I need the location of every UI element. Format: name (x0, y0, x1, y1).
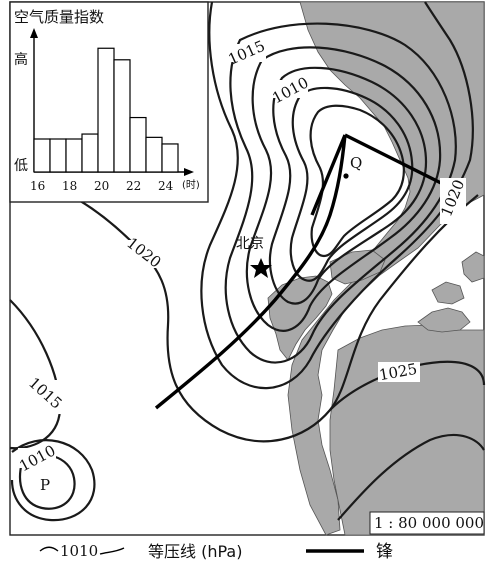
inset-bar-22 (129, 116, 147, 173)
isobar-1015-inner (224, 22, 457, 364)
legend: 1010 等压线 (hPa) 锋 (39, 542, 393, 562)
inset-chart: 空气质量指数 高 低 16 18 20 22 24 (时) (9, 1, 209, 203)
inset-bar-16 (33, 138, 51, 173)
scale-box: 1 : 80 000 000 (369, 511, 485, 535)
isobar-1015-outer (200, 1, 474, 390)
inset-x-tick-22: 22 (126, 179, 141, 193)
inset-bar-24 (161, 143, 179, 173)
land-east-asia (329, 324, 485, 536)
front-east-branch (344, 133, 446, 187)
front-curve (154, 134, 347, 410)
inset-x-tick-20: 20 (94, 179, 109, 193)
land-island-1 (417, 307, 471, 333)
legend-isobar-right-stroke (99, 547, 125, 555)
center-p: P (40, 476, 50, 494)
land-island-2 (431, 281, 465, 305)
inset-x-unit: (时) (182, 179, 200, 191)
cold-front (154, 133, 446, 410)
inset-x-tick-18: 18 (62, 179, 77, 193)
legend-front-text: 锋 (376, 542, 393, 562)
beijing-label: 北京 (236, 236, 264, 252)
scale-text: 1 : 80 000 000 (374, 514, 484, 532)
legend-isobar-left-stroke (39, 546, 59, 552)
center-q: Q (343, 154, 362, 179)
isobar-1010-1 (245, 46, 442, 332)
inset-bar-20 (97, 47, 115, 173)
inset-bar-18 (65, 138, 83, 173)
star-icon (250, 258, 272, 278)
inset-bar-21 (113, 59, 131, 173)
beijing-marker: 北京 (236, 236, 272, 278)
center-p-label: P (40, 476, 50, 494)
legend-isobar-sample: 1010 (60, 542, 98, 560)
inset-y-high: 高 (14, 51, 28, 68)
inset-x-tick-16: 16 (30, 179, 45, 193)
inset-x-arrow (184, 168, 194, 176)
inset-y-arrow (30, 28, 38, 38)
inset-x-tick-24: 24 (158, 179, 174, 193)
center-q-label: Q (350, 154, 362, 172)
isobar-1005-1 (289, 86, 414, 282)
front-west-branch (310, 134, 347, 216)
isobar-1010-2 (268, 66, 428, 305)
isobar-1025-sea-lower (337, 433, 485, 521)
isobar-1015-low-outer (10, 439, 96, 522)
inset-title: 空气质量指数 (14, 8, 104, 26)
center-q-dot (343, 173, 349, 179)
land-island-3 (461, 251, 485, 283)
inset-bars (33, 47, 179, 173)
inset-x-ticks: 16 18 20 22 24 (30, 179, 174, 193)
inset-bar-19 (81, 133, 99, 173)
inset-bar-17 (49, 138, 67, 173)
isobar-1025-sea (329, 360, 486, 411)
legend-isobar-text: 等压线 (hPa) (148, 542, 242, 561)
inset-y-low: 低 (14, 158, 28, 174)
inset-bar-23 (145, 136, 163, 173)
